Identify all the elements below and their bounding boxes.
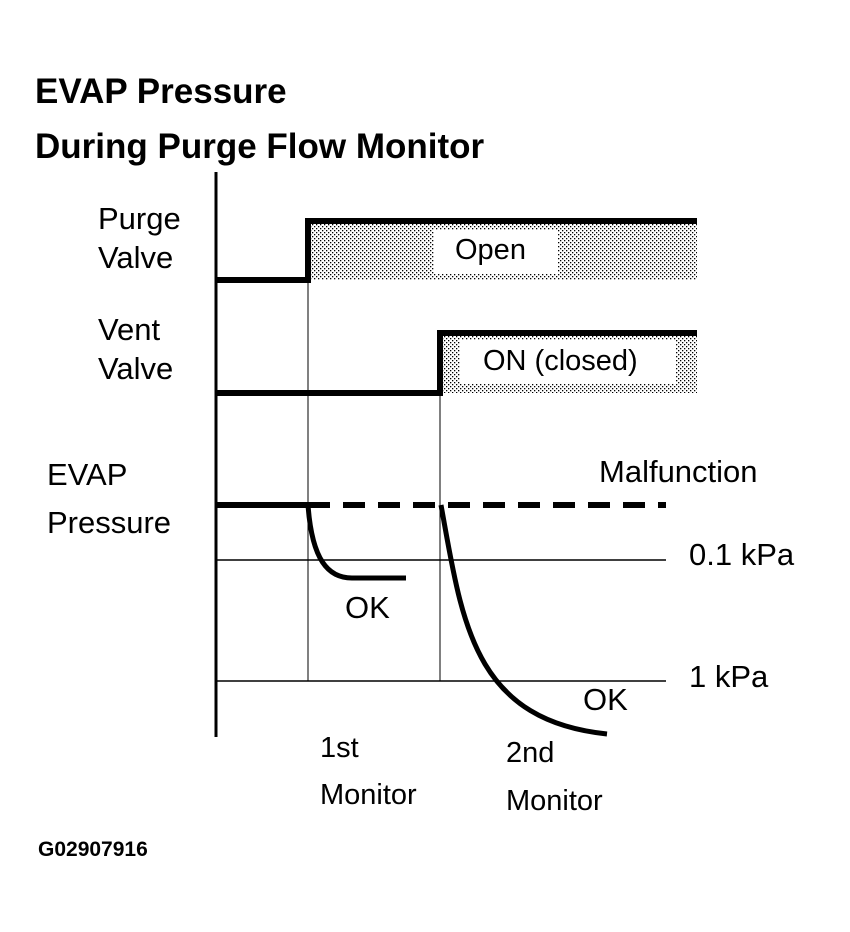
first-monitor-label-line-1: 1st	[320, 732, 359, 764]
purge-valve-label-line-1: Purge	[98, 201, 181, 236]
second-monitor-label-line-1: 2nd	[506, 737, 555, 769]
malfunction-label: Malfunction	[599, 454, 758, 489]
vent-valve-signal	[216, 330, 697, 396]
first-monitor-label-line-2: Monitor	[320, 779, 417, 811]
figure-code: G02907916	[38, 838, 148, 861]
second-monitor-pressure-curve	[438, 504, 608, 737]
on-closed-label-box	[460, 340, 676, 384]
level-0-1-kpa-label: 0.1 kPa	[689, 537, 795, 572]
first-monitor-pressure-curve	[305, 504, 406, 581]
first-ok-label: OK	[345, 590, 390, 625]
evap-pressure-label-line-2: Pressure	[47, 505, 172, 540]
diagram-title-line-1: EVAP Pressure	[35, 72, 287, 111]
open-label-box	[434, 230, 558, 274]
second-ok-label: OK	[583, 682, 628, 717]
purge-open-state-label: Open	[455, 234, 526, 266]
diagram-title-line-2: During Purge Flow Monitor	[35, 127, 485, 166]
vent-valve-label-line-1: Vent	[98, 312, 161, 347]
level-1-kpa-label: 1 kPa	[689, 659, 769, 694]
vent-on-closed-state-label: ON (closed)	[483, 345, 638, 377]
purge-valve-label-line-2: Valve	[98, 240, 174, 275]
second-monitor-label-line-2: Monitor	[506, 785, 603, 817]
evap-pressure-label-line-1: EVAP	[47, 457, 128, 492]
vent-valve-label-line-2: Valve	[98, 351, 174, 386]
purge-valve-signal	[216, 218, 697, 283]
